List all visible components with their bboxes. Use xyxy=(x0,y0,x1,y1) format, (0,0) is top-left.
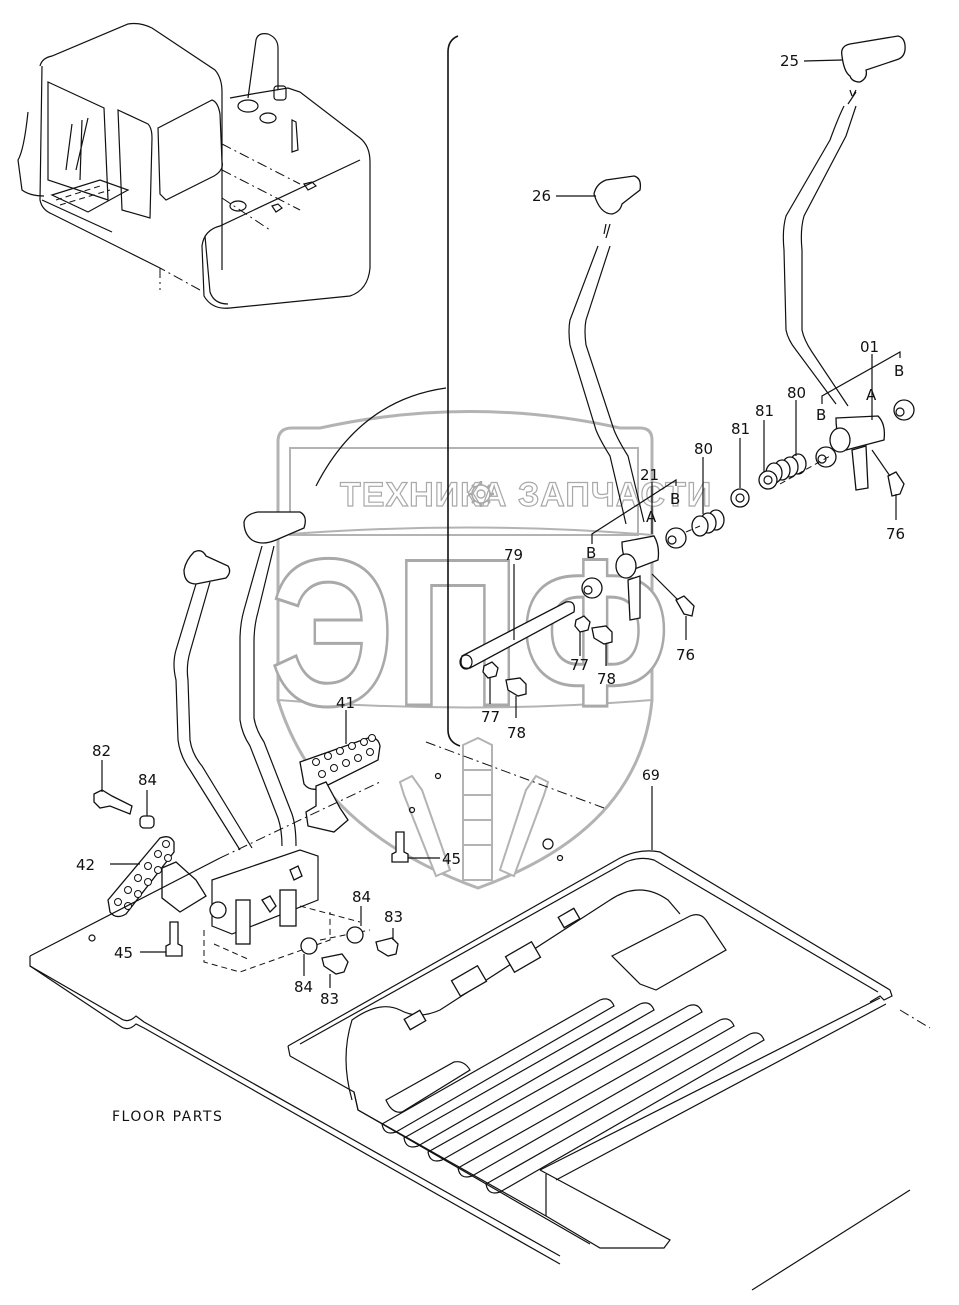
callout-78-lower[interactable]: 78 xyxy=(507,724,526,742)
callout-21[interactable]: 21 xyxy=(640,466,659,484)
callout-01[interactable]: 01 xyxy=(860,338,879,356)
mat-clip-2 xyxy=(504,940,542,974)
collar-84-lower xyxy=(300,937,318,955)
watermark-right-text: ЗАПЧАСТИ xyxy=(518,476,712,514)
floor-mat-69 xyxy=(287,850,931,1291)
callout-80-left[interactable]: 80 xyxy=(694,440,713,458)
bolt-45-right xyxy=(391,831,409,863)
bolt-83-upper xyxy=(375,937,399,957)
bushing-b-right-outer xyxy=(893,399,915,421)
callout-76-right[interactable]: 76 xyxy=(886,525,905,543)
bolt-82 xyxy=(93,789,133,815)
nut-77-lower xyxy=(482,661,499,679)
callout-21-sub-b-right: B xyxy=(670,490,680,508)
floor-plate xyxy=(29,741,605,1265)
callout-84-mid[interactable]: 84 xyxy=(352,888,371,906)
mat-clip-3 xyxy=(403,1009,427,1031)
watermark-logo-letters: ЭПФ xyxy=(270,515,670,750)
watermark-shield-outline xyxy=(276,410,654,890)
callout-79[interactable]: 79 xyxy=(504,546,523,564)
callout-84-upper[interactable]: 84 xyxy=(138,771,157,789)
callout-77-upper[interactable]: 77 xyxy=(570,656,589,674)
callout-42[interactable]: 42 xyxy=(76,856,95,874)
collar-84-upper xyxy=(139,815,155,829)
callout-25[interactable]: 25 xyxy=(780,52,799,70)
callout-81-left[interactable]: 81 xyxy=(731,420,750,438)
callout-83-lower[interactable]: 83 xyxy=(320,990,339,1008)
knob-25 xyxy=(841,35,906,83)
mat-clip-1 xyxy=(450,964,488,998)
collar-84-mid xyxy=(346,926,364,944)
callout-80-right[interactable]: 80 xyxy=(787,384,806,402)
control-valve-block xyxy=(203,849,371,973)
callout-82[interactable]: 82 xyxy=(92,742,111,760)
callout-45-left[interactable]: 45 xyxy=(114,944,133,962)
callout-21-sub-a: A xyxy=(646,508,657,526)
excavator-cab-inset xyxy=(17,22,371,309)
shaft-79 xyxy=(460,601,575,669)
grease-fitting-76-right xyxy=(887,471,905,497)
callout-81-right[interactable]: 81 xyxy=(755,402,774,420)
callout-76-left[interactable]: 76 xyxy=(676,646,695,664)
callout-21-sub-b-left: B xyxy=(586,544,596,562)
callout-26[interactable]: 26 xyxy=(532,187,551,205)
gear-icon xyxy=(468,481,494,507)
watermark-wheat xyxy=(398,736,550,881)
nut-77-upper xyxy=(574,615,591,633)
callout-01-sub-b-right: B xyxy=(894,362,904,380)
travel-levers xyxy=(173,511,306,851)
grip-right xyxy=(243,511,306,544)
watermark-left-text: ТЕХНИКА xyxy=(340,476,507,514)
bolt-78-lower xyxy=(505,677,527,697)
watermark: ТЕХНИКА ЗАПЧАСТИ ЭПФ xyxy=(269,410,712,890)
callout-45-right[interactable]: 45 xyxy=(442,850,461,868)
spring-80-left xyxy=(691,509,725,537)
section-divider xyxy=(447,35,461,747)
bushing-b-left-outer xyxy=(665,527,687,549)
grip-left xyxy=(183,550,231,585)
callout-84-lower[interactable]: 84 xyxy=(294,978,313,996)
callout-01-sub-a: A xyxy=(866,386,877,404)
bushing-b-right-inner xyxy=(815,446,837,468)
callout-77-lower[interactable]: 77 xyxy=(481,708,500,726)
callout-69[interactable]: 69 xyxy=(642,768,660,784)
diagram-title: FLOOR PARTS xyxy=(112,1109,223,1125)
knob-26 xyxy=(593,175,642,215)
bolt-78-upper xyxy=(591,625,613,645)
washer-81-right xyxy=(758,470,778,490)
callout-01-sub-b-left: B xyxy=(816,406,826,424)
mat-clip-4 xyxy=(557,907,581,929)
callout-41[interactable]: 41 xyxy=(336,694,355,712)
pedal-42 xyxy=(107,836,207,918)
leader-lines xyxy=(101,59,901,988)
bolt-83-lower xyxy=(321,953,349,975)
callout-78-upper[interactable]: 78 xyxy=(597,670,616,688)
callout-83-upper[interactable]: 83 xyxy=(384,908,403,926)
lever-right xyxy=(758,35,915,497)
pedal-41 xyxy=(299,734,381,833)
bolt-45-left xyxy=(165,921,183,957)
callout-labels: 25 26 01 A B B 21 A B B 80 81 81 80 76 7… xyxy=(76,52,905,1125)
washer-81-left xyxy=(730,488,750,508)
leader-inset xyxy=(315,387,447,487)
lever-left xyxy=(459,175,750,697)
grease-fitting-76-left xyxy=(675,595,695,617)
bushing-b-left-inner xyxy=(581,577,603,599)
